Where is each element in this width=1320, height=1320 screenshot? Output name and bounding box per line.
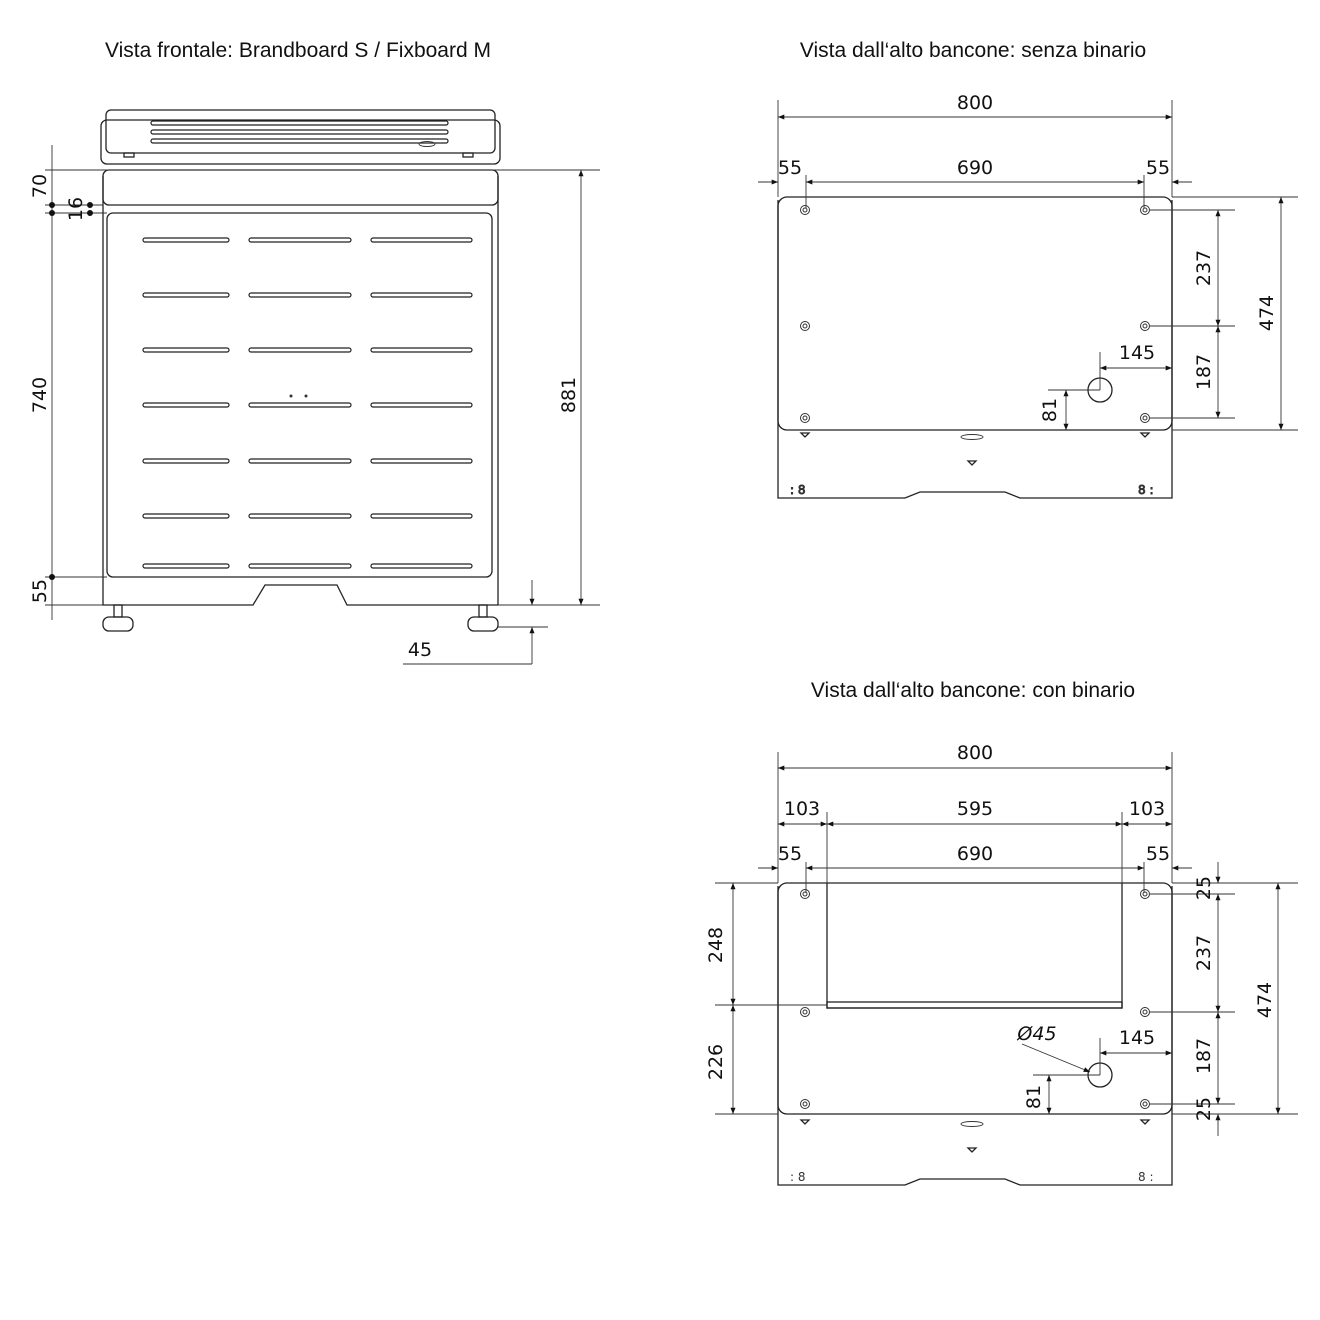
- front-view-title: Vista frontale: Brandboard S / Fixboard …: [105, 39, 491, 62]
- vent-slot: [370, 292, 473, 298]
- vent-slot: [142, 513, 230, 519]
- mounting-hole-inner: [802, 415, 808, 421]
- vent-slot: [248, 292, 352, 298]
- mounting-hole-inner: [1142, 1009, 1148, 1015]
- main-panel: [102, 176, 499, 606]
- mounting-hole-inner: [1142, 323, 1148, 329]
- vent-slot: [248, 513, 352, 519]
- vent-slot: [142, 458, 230, 464]
- vent-slot: [248, 563, 352, 569]
- mounting-hole-inner: [802, 1101, 808, 1107]
- dim-width: 800: [957, 92, 993, 114]
- top-view-with-rail: Vista dall‘alto bancone: con binario : 8…: [705, 679, 1298, 1186]
- mounting-hole-inner: [802, 1009, 808, 1015]
- dim-upper-hole-spacing: 237: [1193, 250, 1215, 286]
- dim-foot: 45: [408, 639, 432, 661]
- vent-slot: [370, 402, 473, 408]
- mounting-hole-inner: [802, 207, 808, 213]
- dim-outlet-diameter: Ø45: [1016, 1023, 1056, 1045]
- dim-rail-right: 103: [1129, 798, 1165, 820]
- dim-panel-height: 740: [29, 377, 51, 413]
- vent-slot: [142, 292, 230, 298]
- vent-slot: [370, 563, 473, 569]
- dim-rail-width: 595: [957, 798, 993, 820]
- vent-slot: [248, 402, 352, 408]
- front-view: Vista frontale: Brandboard S / Fixboard …: [29, 39, 600, 665]
- dim-outlet-y: 81: [1023, 1085, 1045, 1109]
- vent-slot: [248, 458, 352, 464]
- dim-right-offset: 55: [1146, 157, 1170, 179]
- mounting-hole-inner: [1142, 415, 1148, 421]
- dim-total-height: 881: [558, 377, 580, 413]
- dim-front-depth: 226: [705, 1044, 727, 1080]
- dim-bottom-margin: 25: [1193, 1097, 1215, 1121]
- upper-panel: [102, 169, 499, 206]
- top-board: [100, 109, 501, 165]
- dim-top-margin: 25: [1193, 876, 1215, 900]
- vent-slot: [142, 237, 230, 243]
- dim-depth: 474: [1254, 982, 1276, 1018]
- dim-left-offset: 55: [778, 843, 802, 865]
- vent-slot: [370, 513, 473, 519]
- dim-hole-span: 690: [957, 843, 993, 865]
- dim-rail-left: 103: [784, 798, 820, 820]
- svg-text:: 8: : 8: [790, 1170, 806, 1184]
- vent-slot: [248, 347, 352, 353]
- rail: [826, 1001, 1123, 1009]
- dim-left-offset: 55: [778, 157, 802, 179]
- top-with-rail-dimensions: 800 103 595 103 55 690 55 248 226: [705, 742, 1298, 1136]
- top-view-no-rail-title: Vista dall‘alto bancone: senza binario: [800, 39, 1146, 62]
- dim-lower-hole-spacing: 187: [1193, 354, 1215, 390]
- dim-top-panel: 70: [29, 174, 51, 198]
- vent-slot: [142, 402, 230, 408]
- mounting-hole-inner: [1142, 1101, 1148, 1107]
- dim-outlet-x: 145: [1119, 1027, 1155, 1049]
- dim-hole-span: 690: [957, 157, 993, 179]
- dim-gap: 16: [65, 197, 87, 221]
- dim-depth: 474: [1256, 295, 1278, 331]
- svg-text:8 :: 8 :: [1138, 483, 1154, 497]
- dim-width: 800: [957, 742, 993, 764]
- dim-base: 55: [29, 579, 51, 603]
- svg-text:: 8: : 8: [790, 483, 806, 497]
- vent-slot: [370, 347, 473, 353]
- top-view-with-rail-title: Vista dall‘alto bancone: con binario: [811, 679, 1135, 702]
- dim-upper-hole-spacing: 237: [1193, 935, 1215, 971]
- front-dimensions: 70 16 740 55 881 45: [29, 145, 600, 665]
- mounting-hole-inner: [802, 323, 808, 329]
- top-no-rail-dimensions: 800 55 690 55 237 187 474 145 81: [758, 92, 1298, 431]
- dim-outlet-x: 145: [1119, 342, 1155, 364]
- dim-outlet-y: 81: [1039, 398, 1061, 422]
- vent-slot: [142, 563, 230, 569]
- dim-lower-hole-spacing: 187: [1193, 1038, 1215, 1074]
- vent-slot: [248, 237, 352, 243]
- vent-slot: [370, 458, 473, 464]
- svg-text:8 :: 8 :: [1138, 1170, 1154, 1184]
- vent-slot: [370, 237, 473, 243]
- top-view-no-rail: Vista dall‘alto bancone: senza binario :…: [758, 39, 1298, 499]
- leveling-feet: [102, 604, 499, 632]
- dim-rail-depth: 248: [705, 927, 727, 963]
- rail-cutout: [826, 883, 1123, 1009]
- vent-slot: [142, 347, 230, 353]
- dim-right-offset: 55: [1146, 843, 1170, 865]
- mounting-hole-inner: [1142, 207, 1148, 213]
